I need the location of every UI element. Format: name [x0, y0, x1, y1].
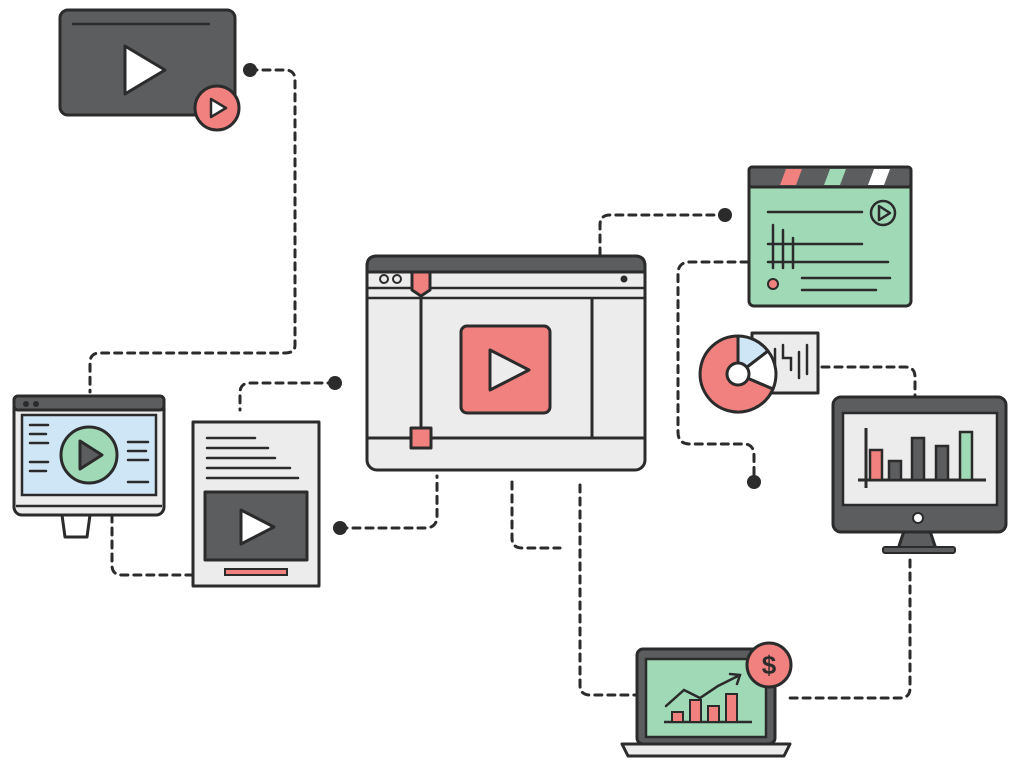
chart-bar — [958, 430, 974, 482]
connector-nodes — [243, 63, 761, 535]
chart-bar — [689, 699, 702, 723]
connector-node — [328, 376, 342, 390]
play-circle-icon — [59, 425, 119, 485]
analytics-monitor-icon — [831, 395, 1008, 554]
chart-bar — [707, 705, 720, 723]
chart-bar — [910, 436, 926, 482]
trend-line — [664, 674, 740, 708]
clapperboard-storyboard-icon — [747, 165, 913, 308]
pie-chart-icon — [698, 331, 820, 414]
dollar-icon: $ — [745, 641, 793, 689]
revenue-laptop-icon: $ — [620, 641, 793, 758]
play-icon — [123, 44, 167, 96]
play-icon — [239, 508, 276, 546]
trend-arrow-icon — [728, 672, 742, 686]
connector-node — [243, 63, 257, 77]
monitor-stand — [60, 513, 92, 539]
chart-bar — [887, 459, 903, 482]
playhead-marker — [410, 270, 432, 298]
chart-bar — [868, 448, 884, 482]
chart-bar — [725, 693, 738, 723]
connector-node — [747, 475, 761, 489]
playhead-handle — [409, 426, 433, 450]
video-editor-window-icon — [365, 254, 647, 472]
play-circle-icon — [869, 199, 897, 227]
chart-bar — [671, 711, 684, 723]
currency-symbol: $ — [762, 650, 777, 680]
connector-lines — [88, 68, 917, 700]
video-player-panel-icon — [58, 8, 241, 132]
chart-bar — [934, 444, 950, 482]
connector-node — [333, 521, 347, 535]
play-badge-icon — [193, 84, 241, 132]
laptop-base — [620, 742, 792, 758]
video-monitor-icon — [12, 394, 166, 539]
play-icon — [488, 348, 531, 392]
video-document-icon — [191, 420, 321, 588]
connector-node — [718, 208, 732, 222]
